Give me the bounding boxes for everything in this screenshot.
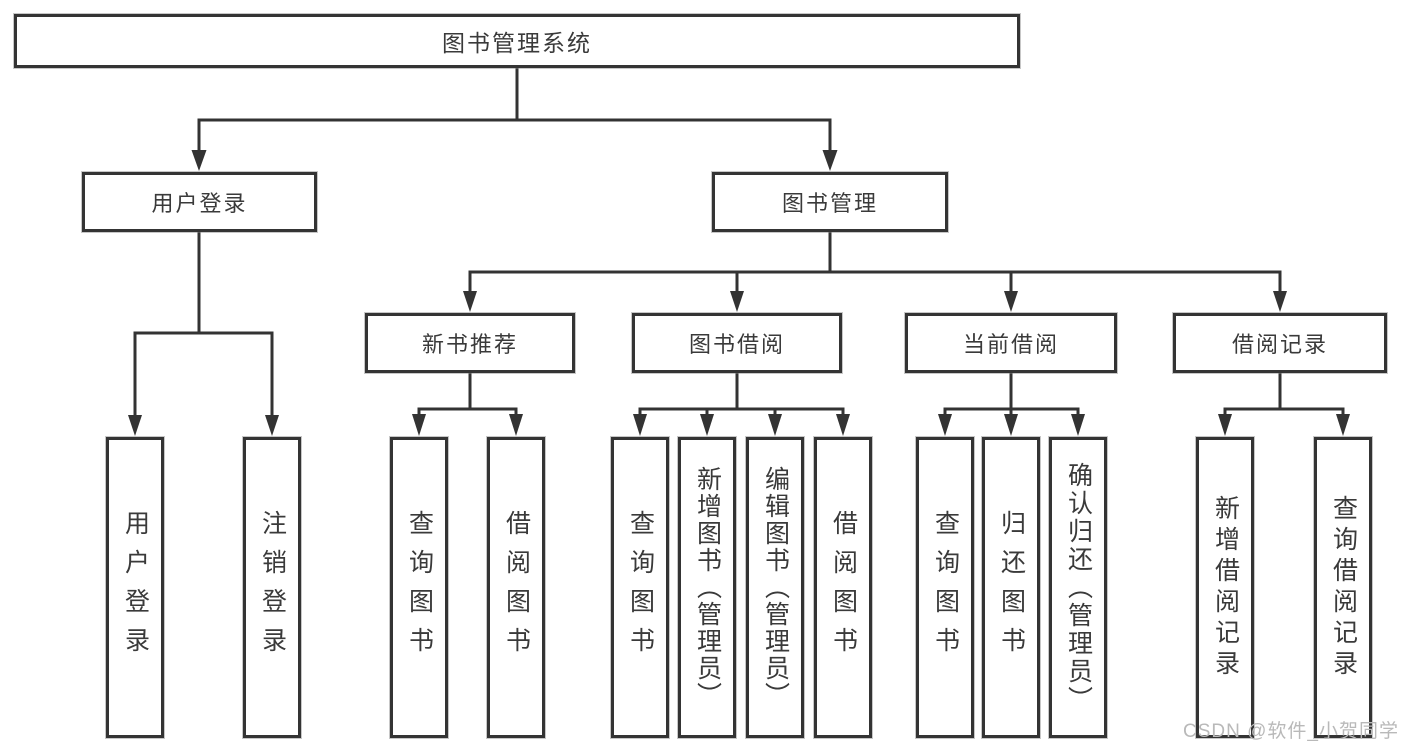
node-new-book-recommendation: 新书推荐 — [365, 313, 575, 373]
leaf-add-borrow-record: 新增借阅记录 — [1196, 437, 1254, 738]
leaf-borrow-books: 借阅图书 — [814, 437, 872, 738]
node-borrowing-records: 借阅记录 — [1173, 313, 1387, 373]
leaf-edit-book-admin: 编辑图书（管理员） — [746, 437, 804, 738]
leaf-return-books: 归还图书 — [982, 437, 1040, 738]
node-root: 图书管理系统 — [14, 14, 1020, 68]
node-book-borrowing: 图书借阅 — [632, 313, 842, 373]
leaf-user-login: 用户登录 — [106, 437, 164, 738]
leaf-recommend-borrow-books: 借阅图书 — [487, 437, 545, 738]
leaf-query-borrow-record: 查询借阅记录 — [1314, 437, 1372, 738]
leaf-recommend-query-books: 查询图书 — [390, 437, 448, 738]
leaf-borrow-query-books: 查询图书 — [611, 437, 669, 738]
leaf-confirm-return-admin: 确认归还（管理员） — [1049, 437, 1107, 738]
leaf-add-book-admin: 新增图书（管理员） — [678, 437, 736, 738]
node-book-management: 图书管理 — [712, 172, 948, 232]
node-current-borrowing: 当前借阅 — [905, 313, 1117, 373]
node-user-login: 用户登录 — [82, 172, 317, 232]
leaf-logout: 注销登录 — [243, 437, 301, 738]
leaf-current-query-books: 查询图书 — [916, 437, 974, 738]
